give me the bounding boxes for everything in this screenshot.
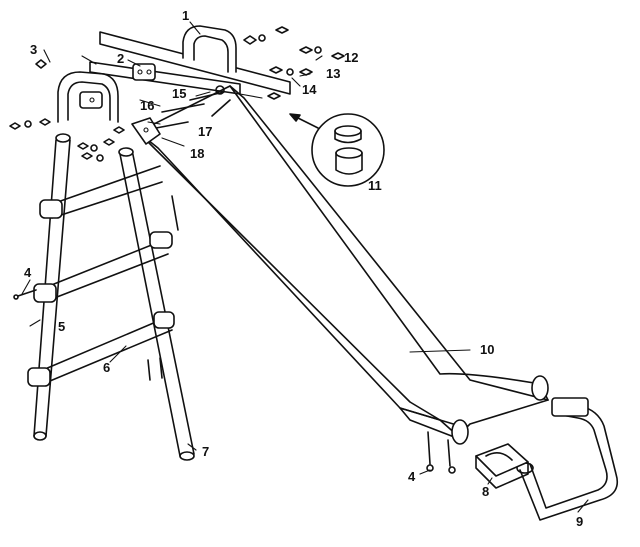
bolts-15-16-17 bbox=[155, 85, 231, 129]
callout-17: 17 bbox=[198, 124, 212, 139]
leader-lines bbox=[21, 21, 589, 513]
callout-15: 15 bbox=[172, 86, 186, 101]
hardware-left bbox=[9, 59, 125, 162]
hardware-right bbox=[239, 26, 345, 100]
callout-12: 12 bbox=[344, 50, 358, 65]
callout-7: 7 bbox=[202, 444, 209, 459]
callout-4-left: 4 bbox=[24, 265, 32, 280]
callout-10: 10 bbox=[480, 342, 494, 357]
end-bar-part-9 bbox=[516, 397, 619, 521]
callout-16: 16 bbox=[140, 98, 154, 113]
bracket-part-2 bbox=[132, 63, 156, 81]
slide-exit-legs bbox=[426, 431, 456, 474]
top-crossbar bbox=[99, 25, 291, 95]
callout-9: 9 bbox=[576, 514, 583, 529]
callout-labels: 1 2 3 4 4 5 6 7 8 9 10 11 12 13 14 15 16… bbox=[24, 8, 583, 529]
callout-1: 1 bbox=[182, 8, 189, 23]
screw-4-left bbox=[13, 289, 37, 300]
callout-13: 13 bbox=[326, 66, 340, 81]
callout-11: 11 bbox=[368, 178, 382, 193]
callout-6: 6 bbox=[103, 360, 110, 375]
callout-8: 8 bbox=[482, 484, 489, 499]
callout-5: 5 bbox=[58, 319, 65, 334]
detail-circle-part-11 bbox=[289, 113, 385, 187]
slide-bed bbox=[131, 85, 549, 445]
ladder bbox=[27, 133, 195, 461]
callout-4-bottom: 4 bbox=[408, 469, 416, 484]
callout-18: 18 bbox=[190, 146, 204, 161]
callout-2: 2 bbox=[117, 51, 124, 66]
clamp-part-8 bbox=[475, 443, 529, 489]
ladder-top-loop bbox=[57, 71, 119, 123]
callout-3: 3 bbox=[30, 42, 37, 57]
callout-14: 14 bbox=[302, 82, 317, 97]
